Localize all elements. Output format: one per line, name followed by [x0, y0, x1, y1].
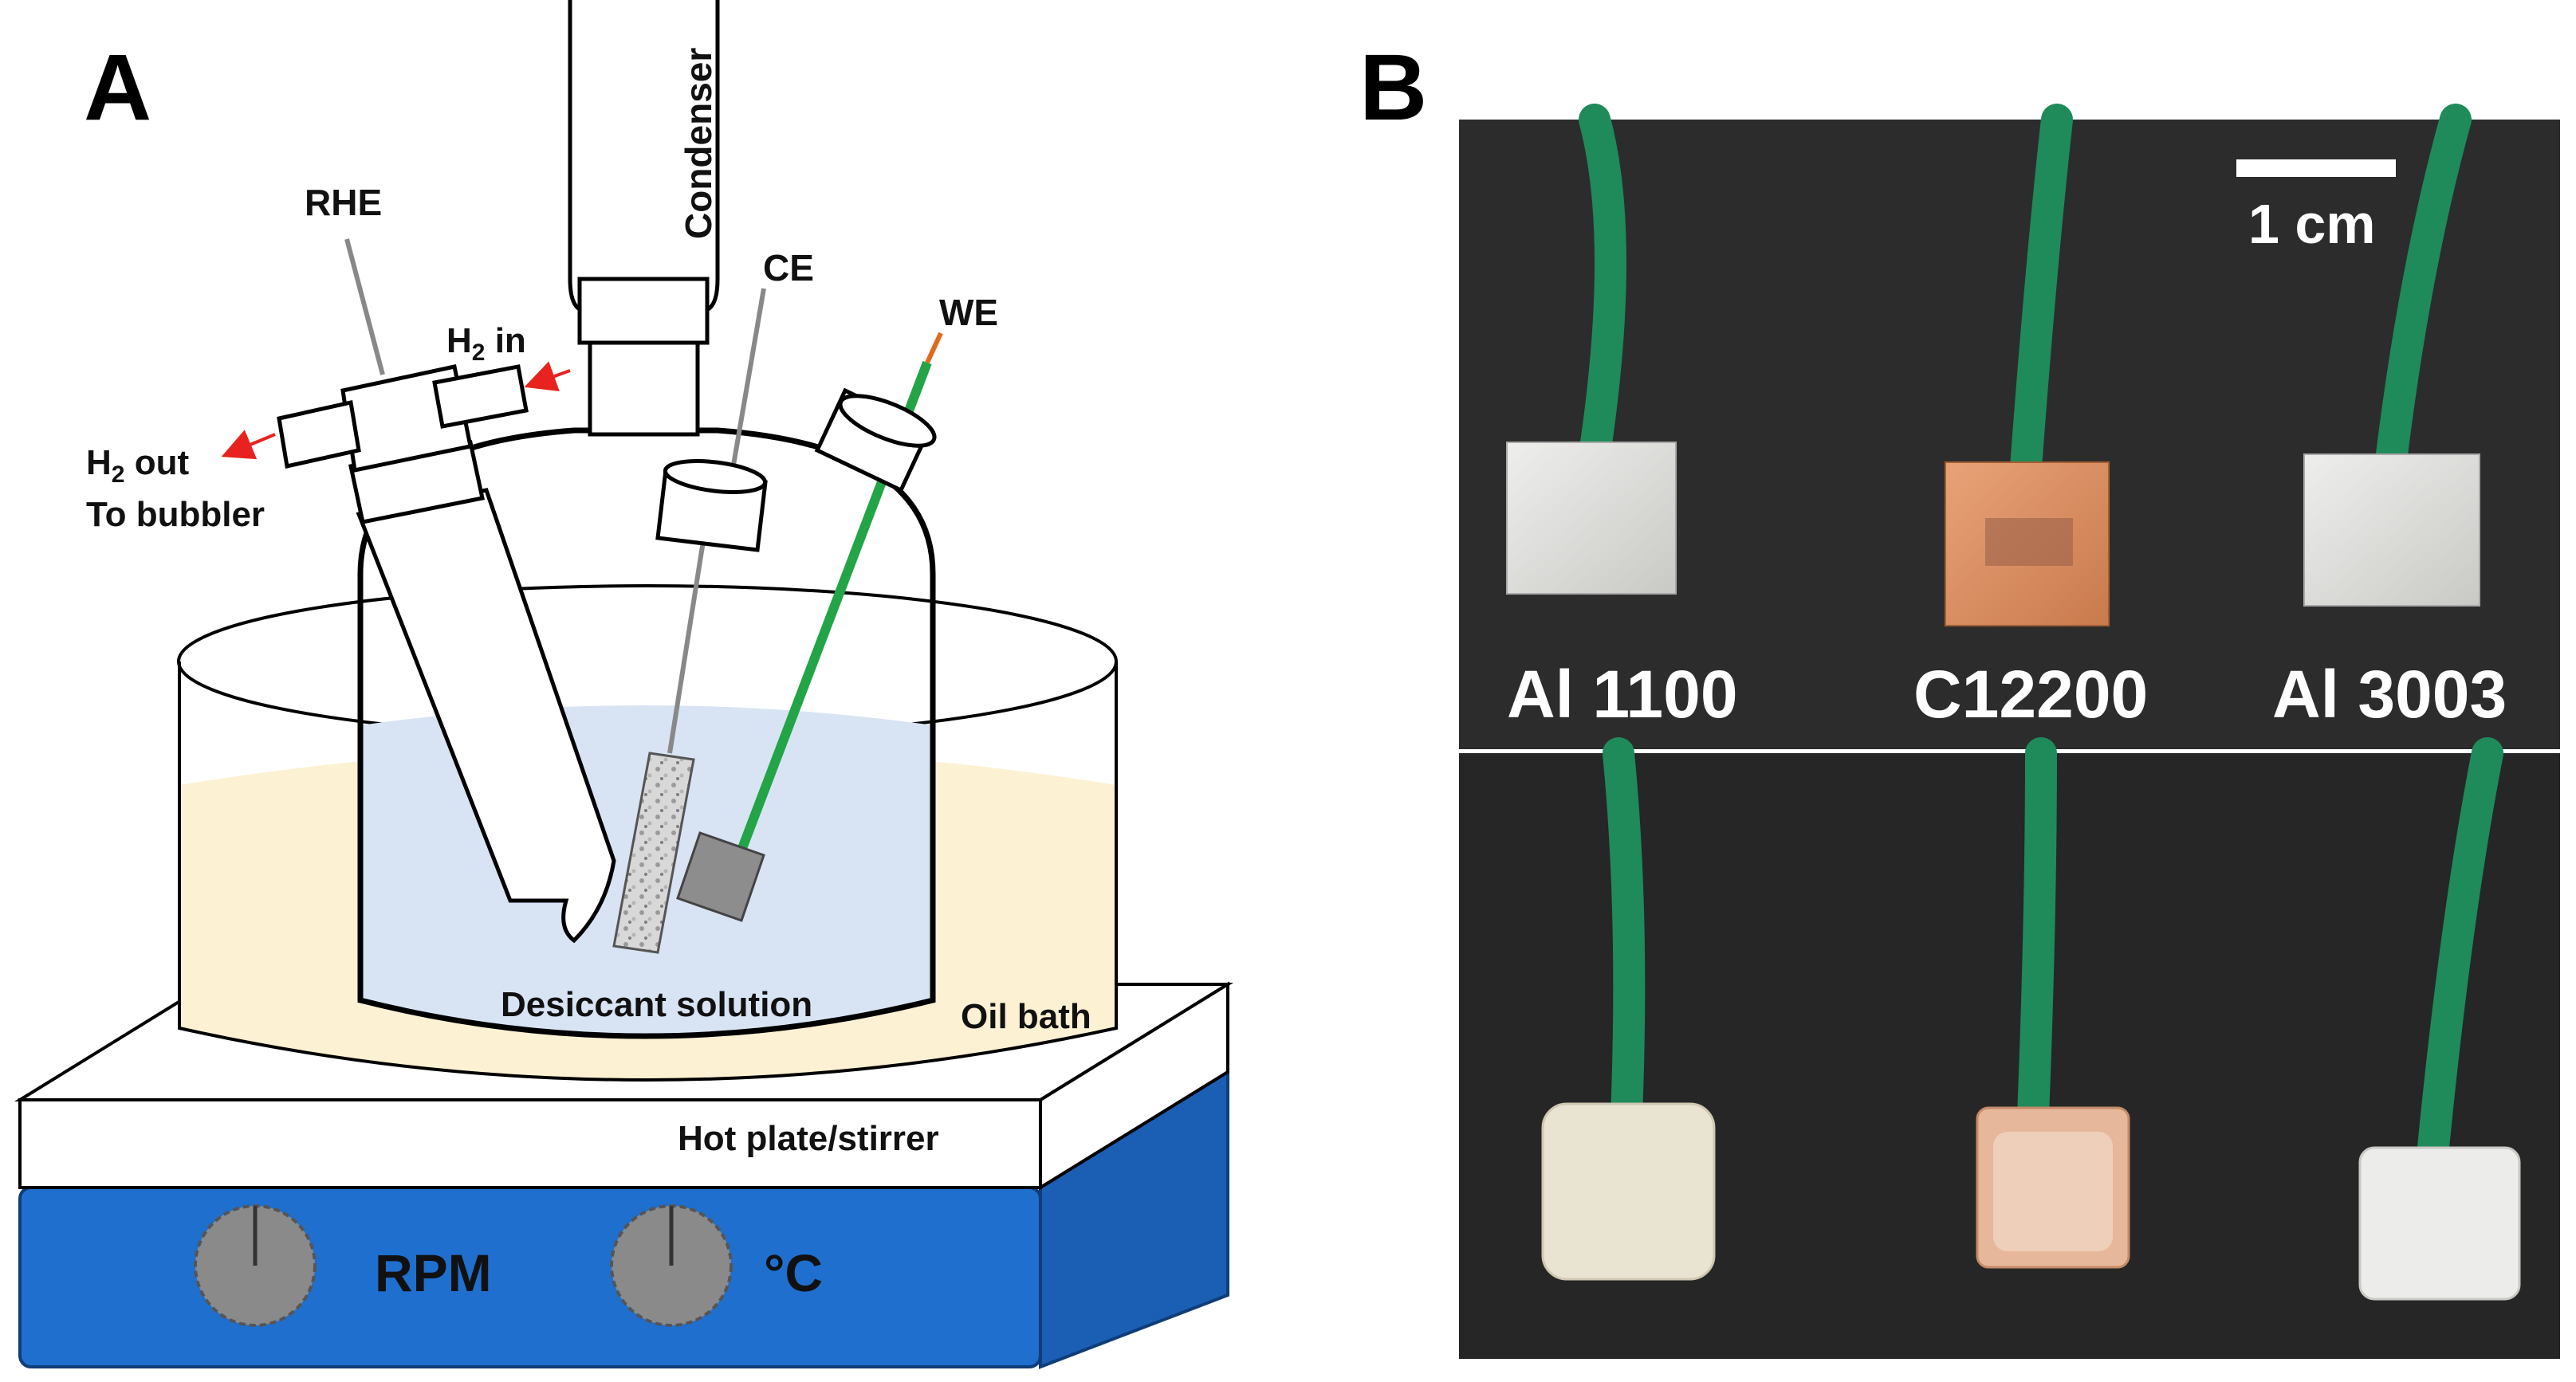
we-sample: [676, 831, 765, 922]
we-electrode: WE: [676, 292, 998, 922]
rpm-label: RPM: [375, 1243, 492, 1302]
reaction-flask: Desiccant solution Condenser RHE H2: [86, 0, 998, 1039]
sample-label-al1100: Al 1100: [1507, 657, 1738, 732]
rhe-electrode: RHE: [277, 182, 616, 944]
ce-mesh: [612, 752, 695, 954]
panel-b: B 1 cm Al 1100 C12200 Al 3003: [1359, 35, 2560, 1359]
h2-out-label: H2 out: [86, 443, 189, 488]
wire-al1100-top: [1579, 104, 1626, 470]
celsius-label: °C: [764, 1243, 823, 1302]
rpm-knob[interactable]: [194, 1204, 317, 1327]
wire-al3003-bottom: [2416, 737, 2503, 1180]
condenser-label: Condenser: [678, 48, 719, 239]
condenser: Condenser: [568, 0, 720, 437]
sample-al3003-bare: [2303, 453, 2480, 607]
to-bubbler-label: To bubbler: [86, 495, 265, 534]
panel-b-letter: B: [1359, 35, 1427, 140]
h2-in-label: H2 in: [446, 321, 526, 366]
photo-bottom: [1459, 737, 2560, 1359]
svg-text:H2 in: H2 in: [446, 321, 526, 366]
ce-electrode: CE: [612, 247, 814, 954]
sample-al1100-coated: [1541, 1102, 1716, 1281]
sample-al1100-bare: [1506, 442, 1677, 595]
h2-in-arrow: [524, 361, 571, 391]
panel-a-letter: A: [84, 35, 151, 140]
sample-label-c12200: C12200: [1913, 657, 2148, 732]
we-label: WE: [939, 292, 998, 333]
oil-bath-wall: [178, 662, 1118, 1082]
scale-bar-label: 1 cm: [2248, 193, 2376, 255]
wire-al3003-top: [2376, 104, 2472, 470]
ce-label: CE: [763, 247, 814, 289]
scale-bar: [2236, 159, 2396, 177]
svg-text:H2 out: H2 out: [86, 443, 189, 488]
desiccant-label: Desiccant solution: [501, 985, 812, 1024]
sample-al3003-coated: [2358, 1146, 2521, 1301]
rhe-label: RHE: [305, 182, 382, 223]
panel-a: A Hot plate/stirrer RPM °C: [14, 0, 1234, 1369]
wire-c12200-bottom: [2017, 737, 2057, 1132]
stirrer-front-panel: [18, 1186, 1042, 1368]
wire-al1100-bottom: [1603, 737, 1646, 1132]
h2-out-arrow: [221, 430, 276, 460]
photo-top: 1 cm Al 1100 C12200 Al 3003: [1459, 104, 2560, 749]
temperature-knob[interactable]: [610, 1204, 733, 1327]
hot-plate-label: Hot plate/stirrer: [678, 1119, 939, 1158]
sample-label-al3003: Al 3003: [2272, 657, 2507, 732]
oil-bath-label: Oil bath: [961, 997, 1091, 1036]
hot-plate-front: [18, 1098, 1042, 1189]
wire-c12200-top: [2009, 104, 2073, 494]
